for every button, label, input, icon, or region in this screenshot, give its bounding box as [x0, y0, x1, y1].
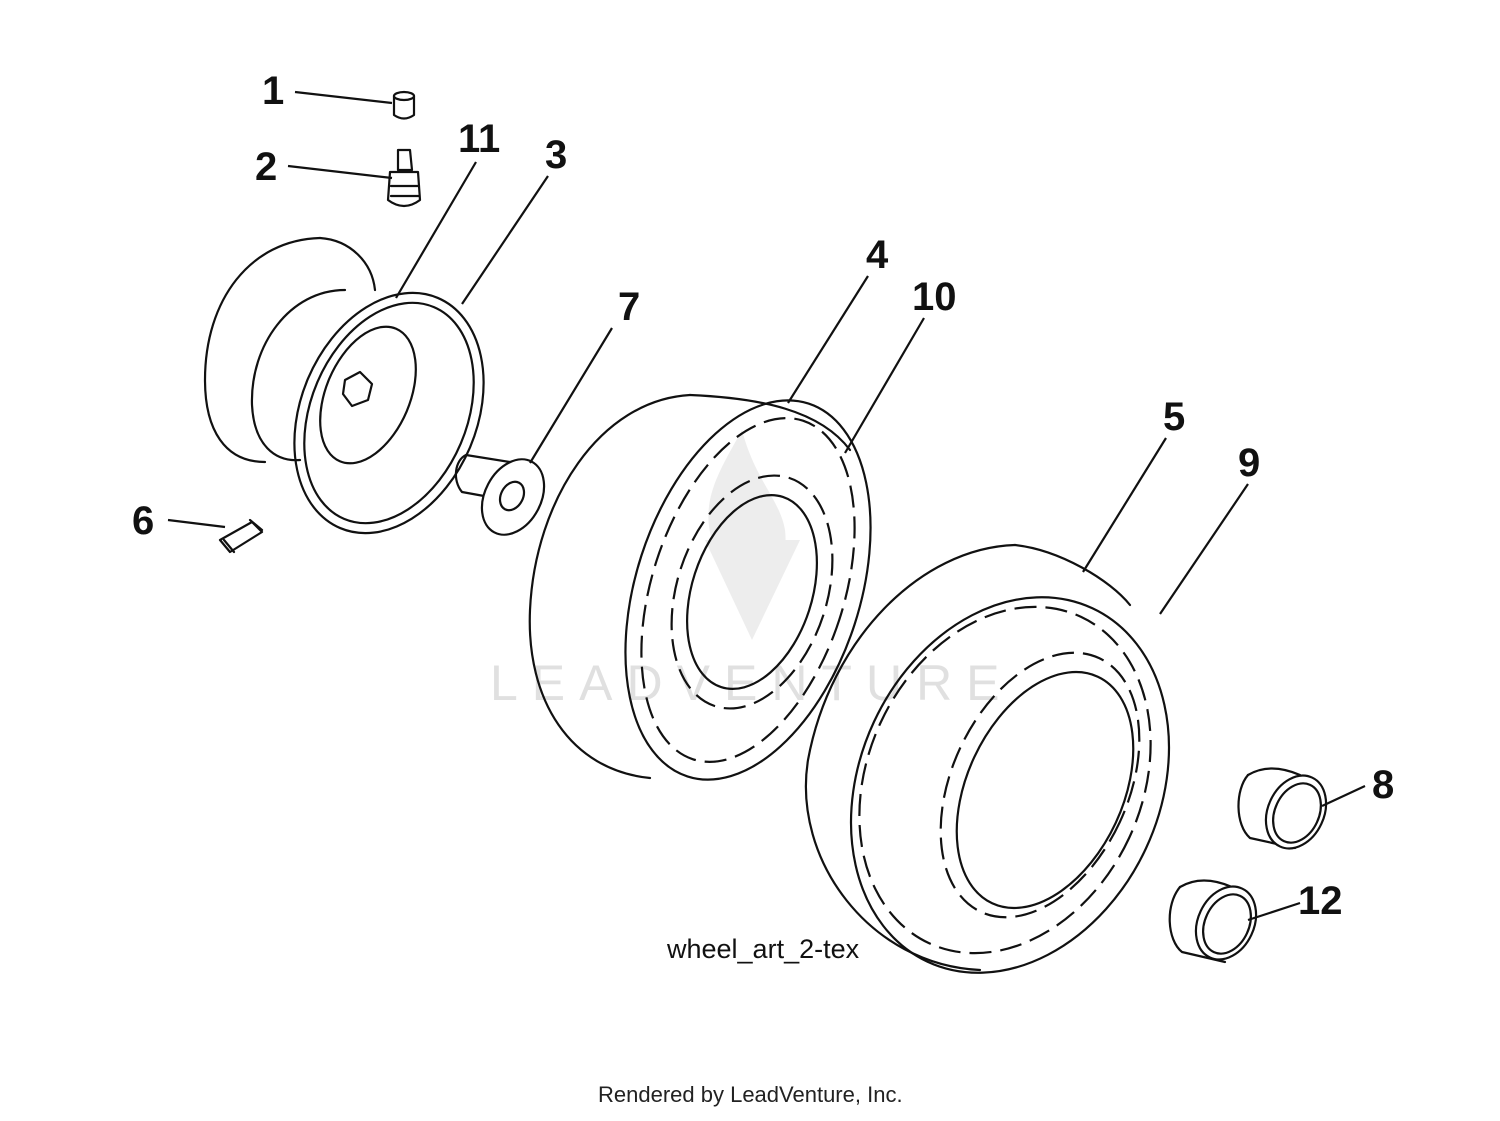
- leader-3: [461, 175, 549, 305]
- leader-lines: [167, 90, 1366, 922]
- callout-4: 4: [866, 233, 889, 277]
- callout-2: 2: [255, 145, 277, 189]
- watermark-text: LEADVENTURE: [490, 655, 1014, 711]
- part-bushing: [454, 453, 546, 536]
- part-tire-rear: [804, 543, 1171, 974]
- watermark-flame-icon: [705, 430, 800, 640]
- part-valve-cap: [392, 90, 416, 120]
- part-bearing: [1237, 767, 1328, 850]
- leader-6: [167, 518, 226, 529]
- leader-4: [787, 275, 869, 404]
- leader-8: [1321, 785, 1366, 807]
- leader-1: [294, 90, 393, 105]
- leader-9: [1159, 483, 1249, 615]
- callout-12: 12: [1298, 879, 1343, 923]
- leader-5: [1082, 437, 1167, 573]
- leader-10: [844, 317, 925, 454]
- part-grease-fitting: [218, 518, 264, 554]
- part-tire-front: [528, 393, 872, 781]
- watermark: LEADVENTURE: [490, 430, 1014, 711]
- callouts: 1 2 11 3 7 4 10 5 9 6 8 12: [132, 69, 1394, 923]
- callout-6: 6: [132, 499, 154, 543]
- callout-5: 5: [1163, 395, 1185, 439]
- part-valve-stem: [386, 148, 422, 208]
- callout-10: 10: [912, 275, 957, 319]
- render-credit: Rendered by LeadVenture, Inc.: [598, 1082, 903, 1107]
- part-bearing-alt: [1168, 879, 1258, 964]
- leader-11: [395, 161, 477, 299]
- figure-tag: wheel_art_2-tex: [666, 934, 860, 964]
- callout-11: 11: [458, 117, 500, 161]
- part-rim: [203, 236, 485, 535]
- callout-7: 7: [618, 285, 640, 329]
- callout-3: 3: [545, 133, 567, 177]
- callout-9: 9: [1238, 441, 1260, 485]
- callout-8: 8: [1372, 763, 1394, 807]
- leader-7: [529, 327, 613, 464]
- leader-2: [287, 164, 393, 180]
- leader-12: [1247, 901, 1301, 922]
- callout-1: 1: [262, 69, 284, 113]
